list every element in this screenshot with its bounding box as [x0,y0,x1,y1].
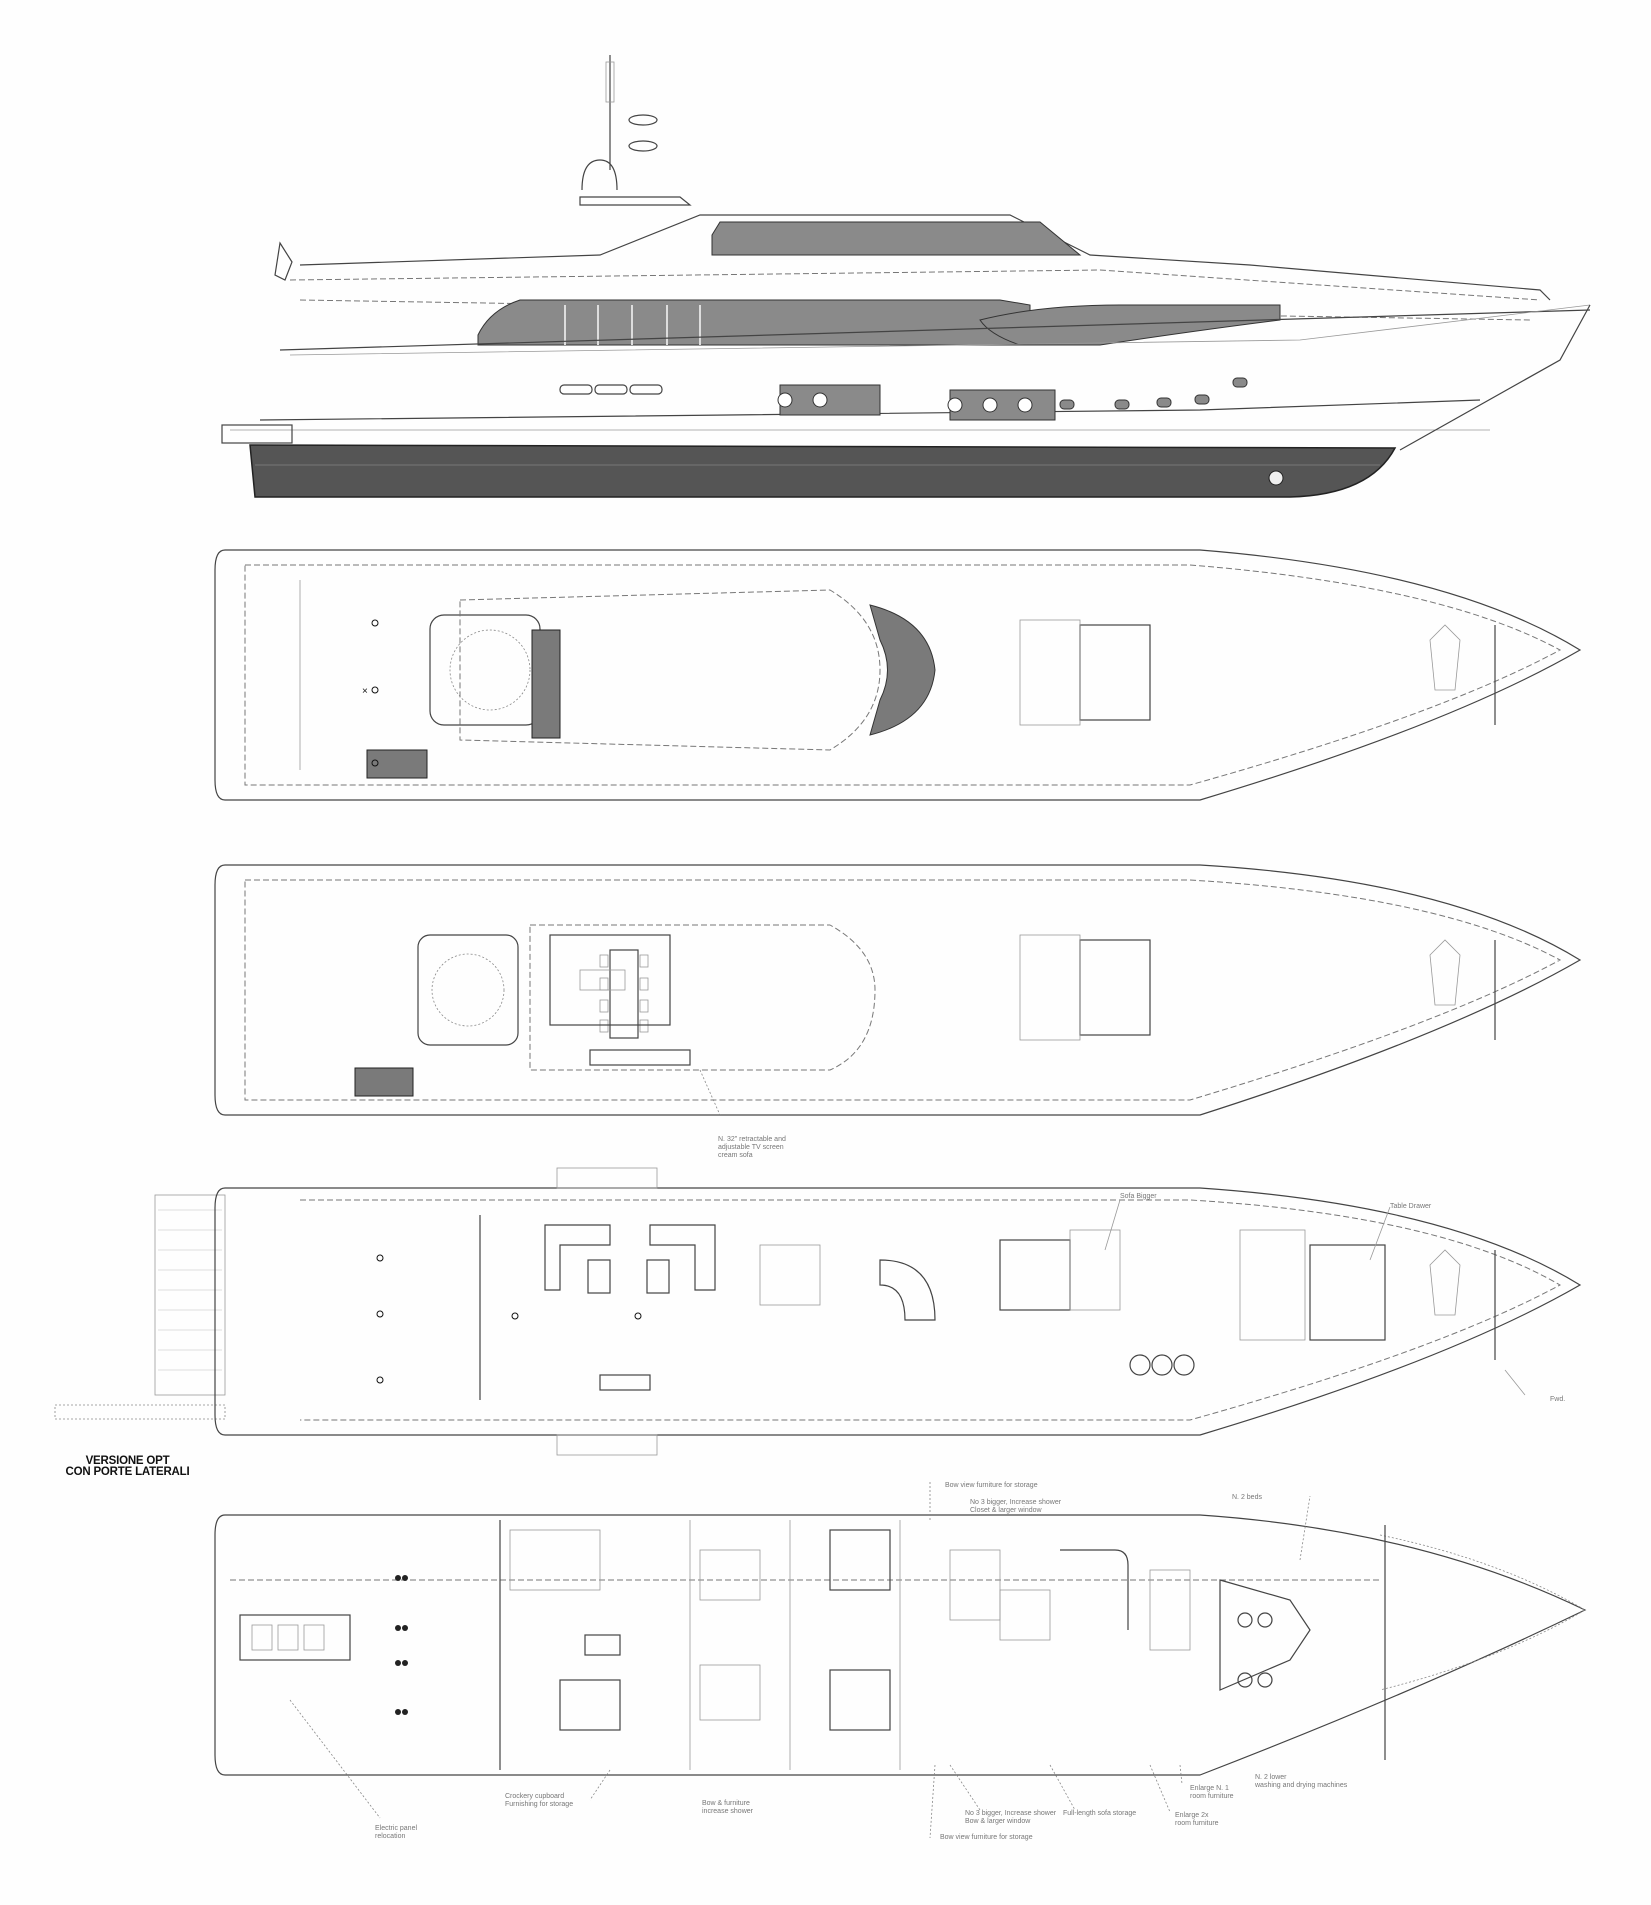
side-door-top [556,1167,658,1189]
windlass-icon [1429,624,1461,691]
lower-callout-bottom-0: Electric panel relocation [375,1825,418,1840]
side-door-bottom [556,1434,658,1456]
flybridge-plan [214,864,1582,1116]
mast-icon [579,55,692,206]
main-deck-callout-fwd: Fwd. [1550,1396,1566,1403]
main-deck-plan [54,1167,1582,1456]
flybridge-callout: N. 32" retractable and adjustable TV scr… [718,1136,786,1159]
lower-callout-bottom-5: Full-length sofa storage [1063,1810,1137,1817]
main-saloon-windows [477,299,1031,346]
main-deck-callout-sofa: Sofa Bigger [1120,1193,1157,1200]
lower-callout-bottom-3: Bow view furniture for storage [940,1834,1033,1841]
lower-callout-bottom-1: Crockery cupboard Furnishing for storage [505,1793,574,1808]
hull-bottom [249,444,1397,498]
stairs-icon [366,749,428,779]
stern-platform [154,1194,226,1396]
side-profile-view [221,55,1591,498]
svg-text:×: × [362,686,368,697]
lower-callout-bottom-2: Bow & furniture increase shower [702,1800,753,1815]
lower-callout-top-1: No 3 bigger, Increase shower Closet & la… [970,1499,1062,1514]
dining-table [609,949,639,1039]
option-label-line1: VERSIONE OPT [85,1455,170,1467]
lower-callout-bottom-4: No 3 bigger, Increase shower Bow & large… [965,1810,1057,1825]
thruster-icon [1268,470,1284,486]
flybridge-windows [711,221,1082,256]
forward-windows [979,304,1281,346]
gangway [54,1404,226,1420]
lower-callout-bottom-7: Enlarge 2x room furniture [1175,1812,1219,1827]
option-version-label: VERSIONE OPT CON PORTE LATERALI [50,1455,205,1478]
sun-deck-plan: × [214,549,1582,801]
lower-deck-plan [214,1480,1587,1839]
option-label-line2: CON PORTE LATERALI [65,1466,190,1478]
lower-callout-top-0: Bow view furniture for storage [945,1482,1038,1489]
lower-callout-top-2: N. 2 beds [1232,1494,1262,1501]
lower-callout-bottom-8: N. 2 lower washing and drying machines [1255,1774,1348,1789]
lower-callout-bottom-6: Enlarge N. 1 room furniture [1190,1785,1234,1800]
flag-icon [274,241,293,281]
main-deck-callout-table: Table Drawer [1390,1203,1432,1210]
portholes [559,377,1248,421]
